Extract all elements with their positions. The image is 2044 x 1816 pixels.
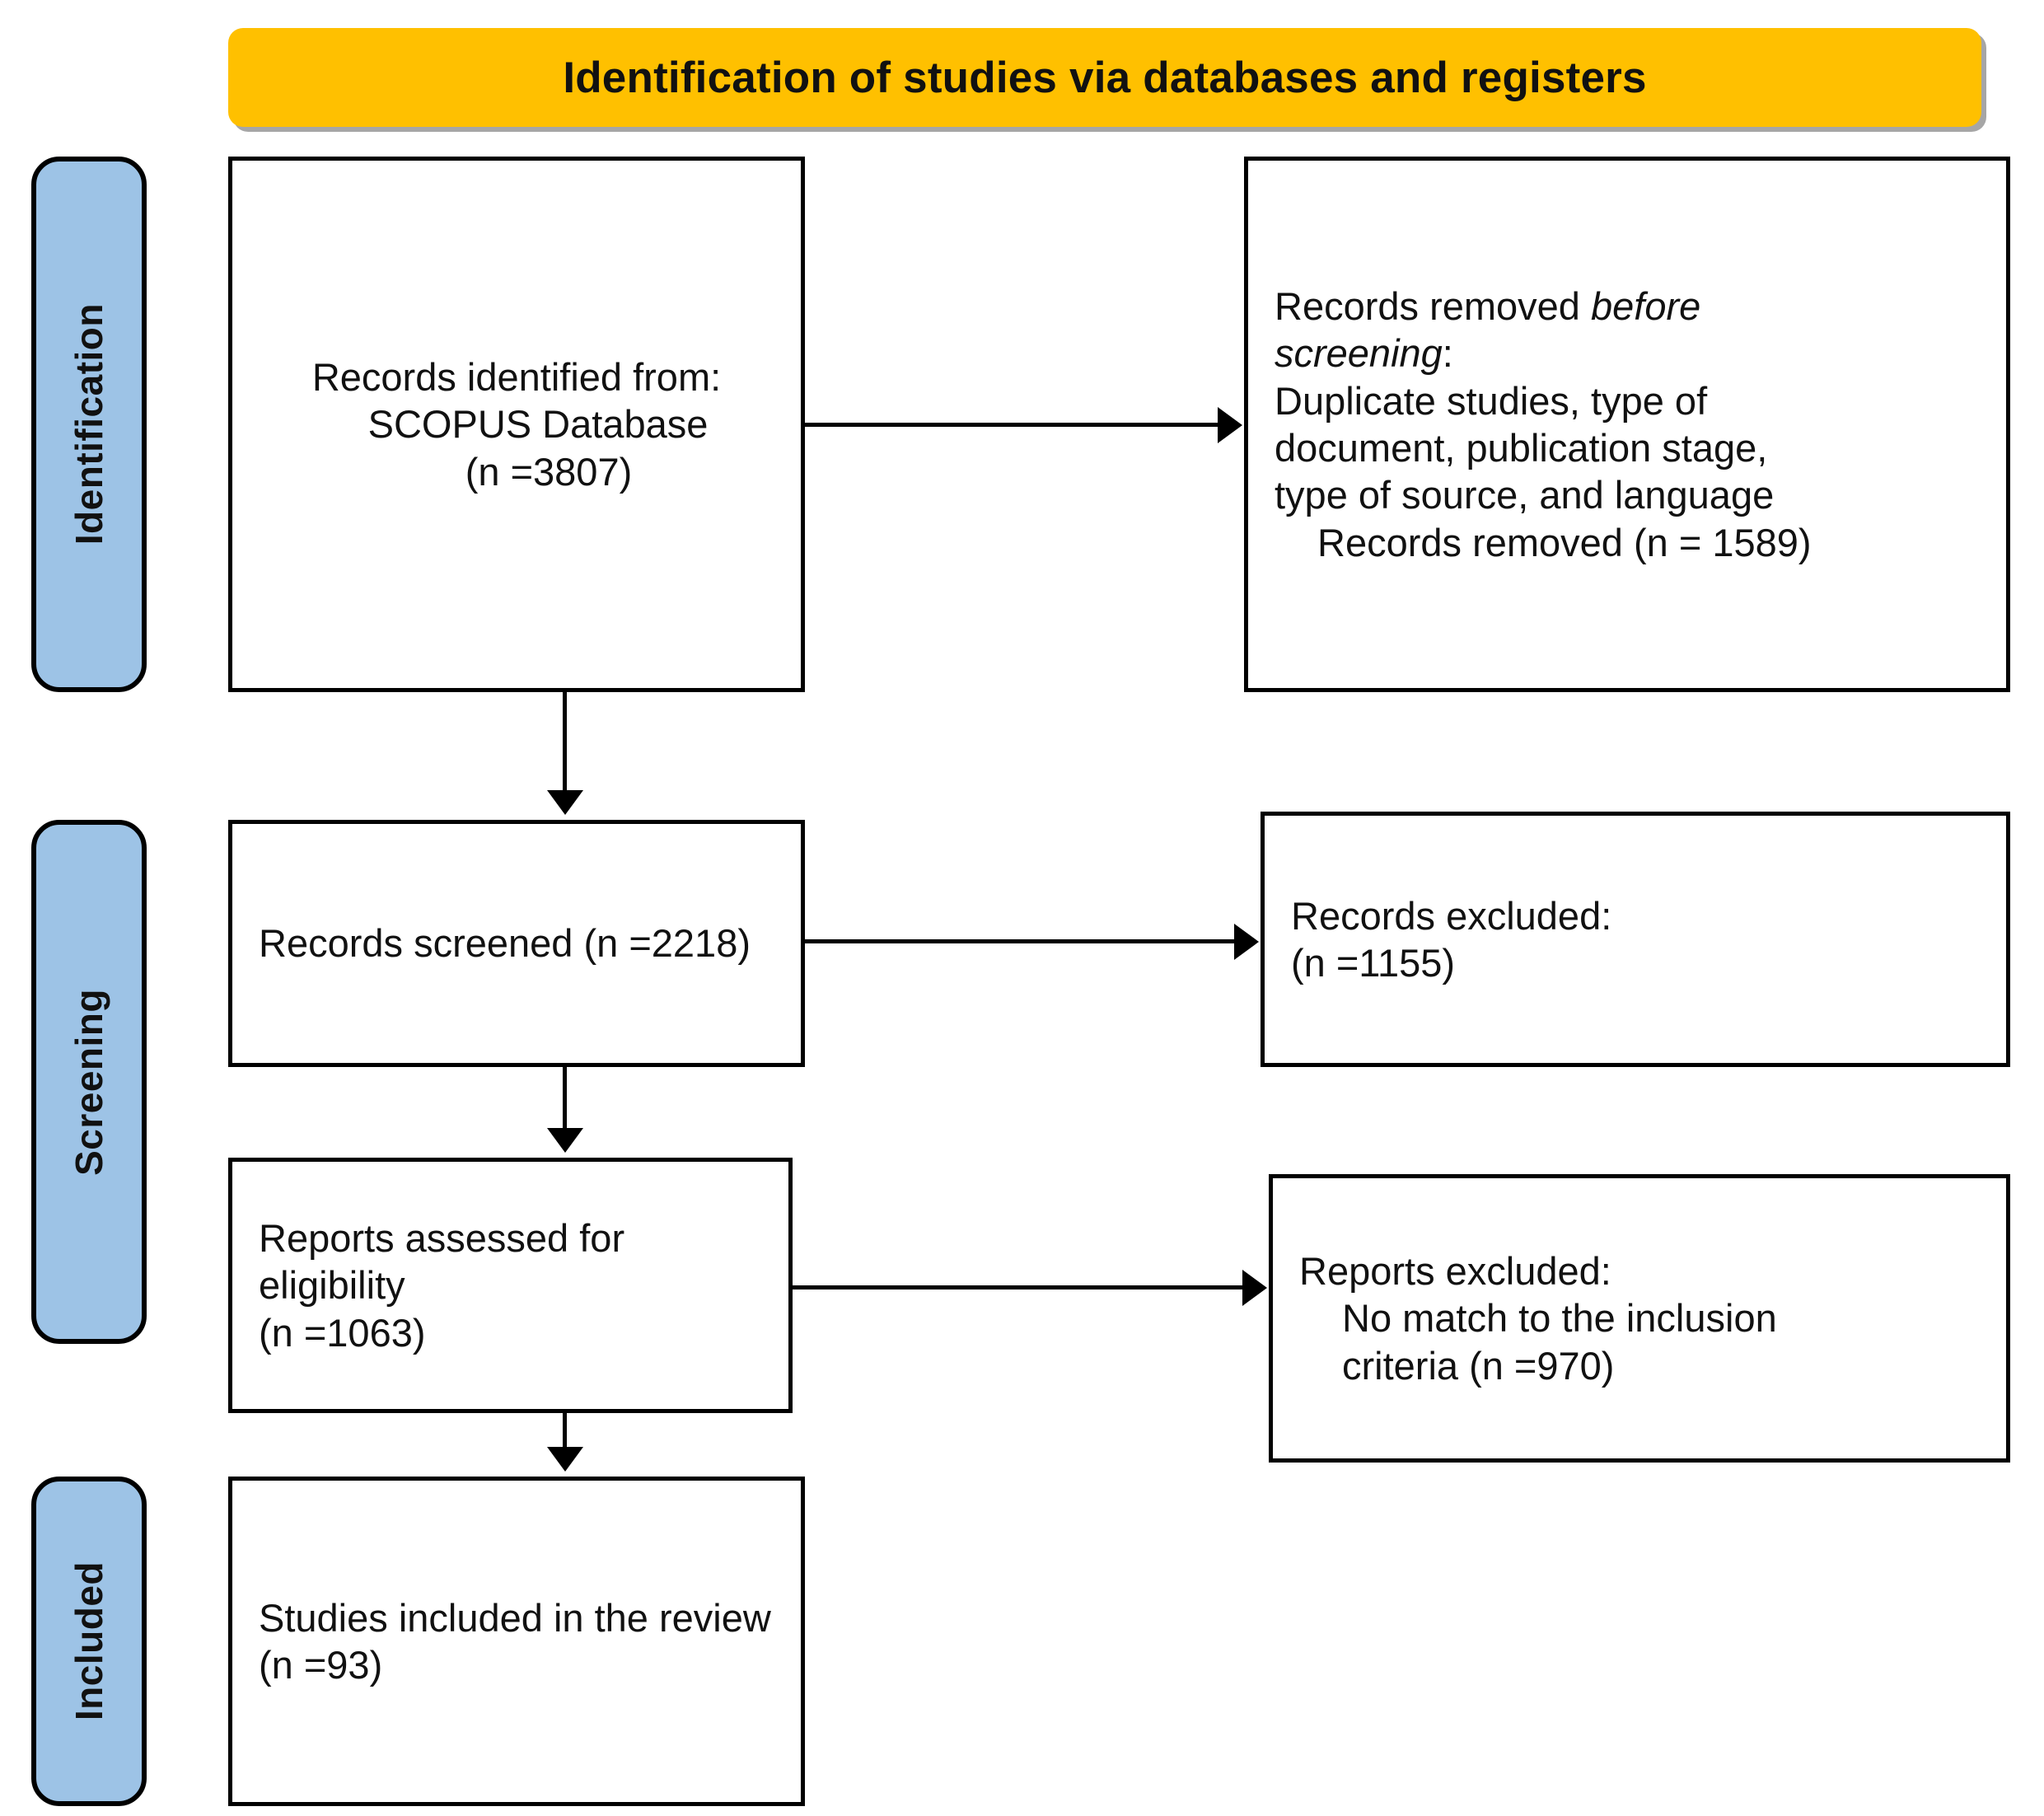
box-records-removed-before-screening: Records removed before screening: Duplic… — [1244, 157, 2010, 692]
records-excluded-line2: (n =1155) — [1291, 941, 1456, 985]
records-removed-line6: Records removed (n = 1589) — [1317, 520, 1812, 564]
eligibility-line2: (n =1063) — [259, 1310, 426, 1355]
records-identified-line2: SCOPUS Database — [367, 402, 709, 447]
box-studies-included: Studies included in the review (n =93) — [228, 1477, 805, 1806]
records-removed-line3: Duplicate studies, type of — [1275, 378, 1708, 423]
records-screened-line1: Records screened (n =2218) — [259, 921, 751, 966]
arrow-screened-to-eligibility-icon — [563, 1067, 567, 1133]
eligibility-line1: Reports assessed for eligibility — [259, 1216, 636, 1308]
reports-excluded-line3: criteria (n =970) — [1342, 1343, 1615, 1388]
records-excluded-line1: Records excluded: — [1291, 893, 1612, 938]
box-records-identified: Records identified from: SCOPUS Database… — [228, 157, 805, 692]
records-removed-line5: type of source, and language — [1275, 473, 1775, 517]
reports-excluded-line2: No match to the inclusion — [1342, 1296, 1777, 1341]
diagram-header-banner: Identification of studies via databases … — [228, 28, 1981, 127]
arrow-eligibility-to-reports-excluded-icon — [793, 1285, 1246, 1289]
reports-excluded-line1: Reports excluded: — [1299, 1249, 1611, 1293]
records-removed-line1-prefix: Records removed — [1275, 284, 1591, 329]
phase-label-identification-text: Identification — [68, 303, 110, 545]
records-removed-line2: screening: — [1275, 330, 1980, 377]
records-removed-line1: Records removed before — [1275, 283, 1980, 330]
box-records-screened: Records screened (n =2218) — [228, 820, 805, 1067]
phase-label-identification: Identification — [31, 157, 147, 692]
studies-included-line2: (n =93) — [259, 1643, 383, 1687]
records-removed-line2-italic: screening — [1275, 331, 1443, 376]
box-records-excluded: Records excluded: (n =1155) — [1261, 812, 2010, 1067]
records-removed-line1-italic: before — [1591, 284, 1701, 329]
records-identified-line3: (n =3807) — [465, 449, 633, 494]
studies-included-line1: Studies included in the review — [259, 1595, 771, 1640]
arrow-identified-to-removed-icon — [805, 423, 1221, 427]
box-reports-excluded: Reports excluded: No match to the inclus… — [1269, 1174, 2010, 1463]
arrow-screened-to-records-excluded-icon — [805, 939, 1237, 943]
phase-label-included: Included — [31, 1477, 147, 1806]
arrow-identified-to-screened-icon — [563, 692, 567, 795]
phase-label-included-text: Included — [68, 1561, 110, 1721]
diagram-title: Identification of studies via databases … — [563, 53, 1647, 102]
box-reports-assessed-for-eligibility: Reports assessed for eligibility (n =106… — [228, 1158, 793, 1413]
arrow-eligibility-to-included-icon — [563, 1413, 567, 1452]
records-removed-line4: document, publication stage, — [1275, 426, 1768, 470]
phase-label-screening: Screening — [31, 820, 147, 1344]
phase-label-screening-text: Screening — [68, 988, 110, 1176]
records-identified-line1: Records identified from: — [311, 355, 722, 399]
records-removed-line2-suffix: : — [1442, 331, 1453, 376]
